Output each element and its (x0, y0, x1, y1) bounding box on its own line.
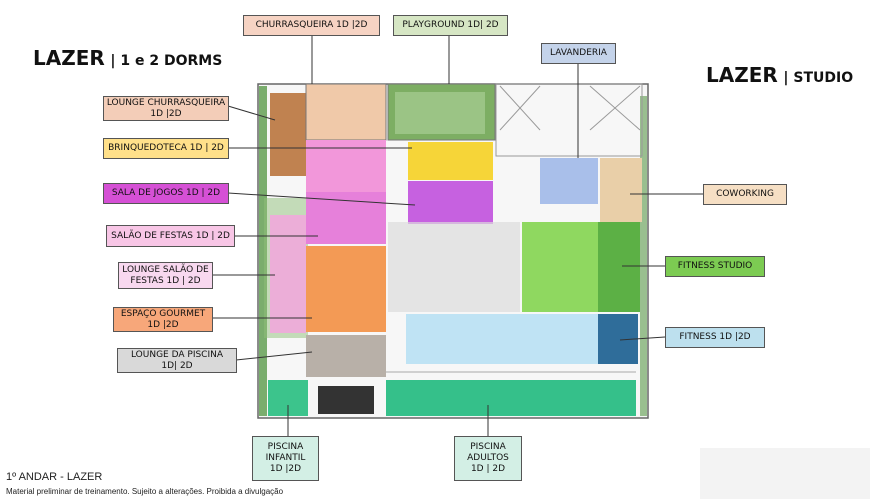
label-lounge-churrasqueira: LOUNGE CHURRASQUEIRA 1D |2D (103, 96, 229, 121)
label-lounge-piscina: LOUNGE DA PISCINA 1D| 2D (117, 348, 237, 373)
room-lavanderia (540, 158, 598, 204)
watermark-box (700, 448, 870, 499)
room-churrasqueira (305, 83, 387, 141)
label-fitness: FITNESS 1D |2D (665, 327, 765, 348)
room-fitness (406, 314, 598, 364)
room-circulation (388, 222, 520, 312)
room-brinquedoteca (408, 142, 493, 180)
room-lounge-piscina (306, 335, 386, 377)
label-piscina-infantil: PISCINA INFANTIL 1D |2D (252, 436, 319, 481)
room-lounge-churrasqueira (270, 93, 306, 176)
title-main: LAZER (33, 46, 105, 70)
label-lavanderia: LAVANDERIA (541, 43, 616, 64)
room-piscina-adultos (386, 380, 636, 416)
label-fitness-studio: FITNESS STUDIO (665, 256, 765, 277)
room-deck (318, 386, 374, 414)
garden-strip-left (259, 86, 267, 416)
leader-lines (212, 35, 703, 436)
room-sala-jogos (408, 181, 493, 224)
room-coworking (600, 158, 642, 222)
label-lounge-salao: LOUNGE SALÃO DE FESTAS 1D | 2D (118, 262, 213, 289)
label-espaco-gourmet: ESPAÇO GOURMET 1D |2D (113, 307, 213, 332)
room-playground-inner (395, 92, 485, 134)
label-coworking: COWORKING (703, 184, 787, 205)
label-brinquedoteca: BRINQUEDOTECA 1D | 2D (103, 138, 229, 159)
disclaimer-text: Material preliminar de treinamento. Suje… (6, 487, 284, 496)
room-espaco-gourmet (306, 246, 386, 332)
room-lounge-salao (270, 215, 306, 333)
title-main: LAZER (706, 63, 778, 87)
label-churrasqueira: CHURRASQUEIRA 1D |2D (243, 15, 380, 36)
title-sub: | STUDIO (783, 70, 854, 86)
label-playground: PLAYGROUND 1D| 2D (393, 15, 508, 36)
label-salao-festas: SALÃO DE FESTAS 1D | 2D (106, 225, 235, 247)
floor-caption: 1º ANDAR - LAZER (6, 471, 103, 483)
label-piscina-adultos: PISCINA ADULTOS 1D | 2D (454, 436, 522, 481)
title-lazer-studio: LAZER | STUDIO (706, 63, 853, 87)
title-lazer-dorms: LAZER | 1 e 2 DORMS (33, 46, 222, 70)
title-sub: | 1 e 2 DORMS (110, 53, 223, 69)
label-sala-jogos: SALA DE JOGOS 1D | 2D (103, 183, 229, 204)
room-fitness-studio-dark (598, 222, 640, 312)
garden-strip-right (640, 96, 647, 416)
